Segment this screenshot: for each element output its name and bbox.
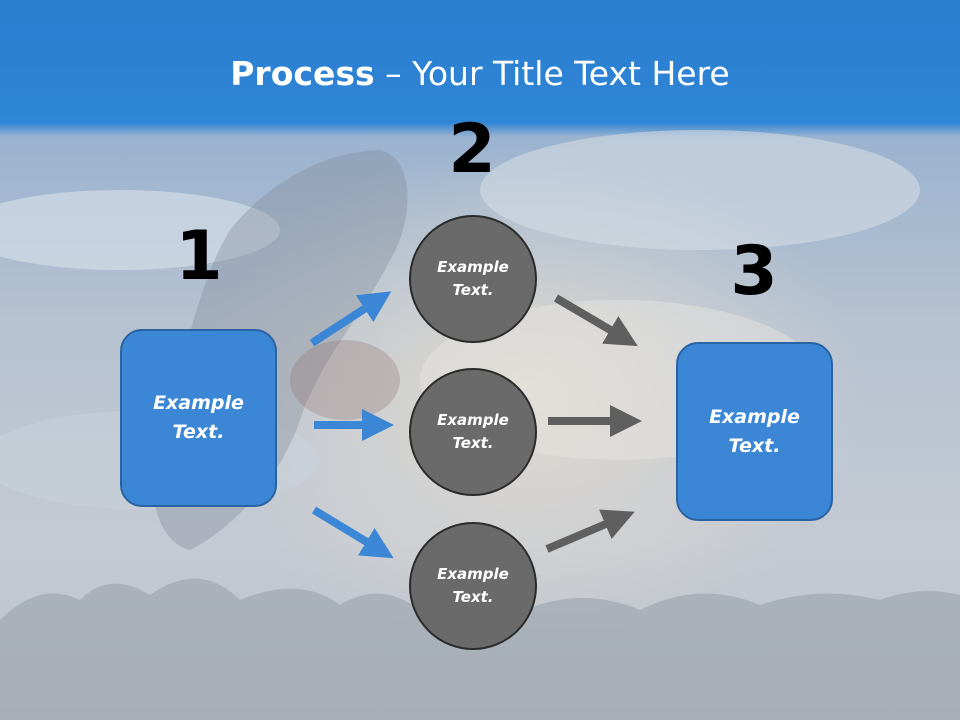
circle-top-text: Example Text. xyxy=(437,258,509,299)
arrow-gray-up-icon xyxy=(545,509,635,553)
slide-title: Process – Your Title Text Here xyxy=(0,52,960,96)
step-number-3: 3 xyxy=(730,232,778,311)
step-1-box[interactable]: Example Text. xyxy=(120,329,277,507)
step-3-box-text: Example Text. xyxy=(709,405,800,457)
title-bold: Process xyxy=(230,54,375,93)
arrow-gray-down-icon xyxy=(553,294,638,347)
step-1-box-text: Example Text. xyxy=(153,392,244,443)
step-2-circle-middle[interactable]: Example Text. xyxy=(409,368,537,496)
circle-middle-text: Example Text. xyxy=(437,411,509,452)
arrow-blue-up-icon xyxy=(309,291,392,347)
step-number-1: 1 xyxy=(175,217,223,296)
step-2-circle-top[interactable]: Example Text. xyxy=(409,215,537,343)
step-2-circle-bottom[interactable]: Example Text. xyxy=(409,522,537,650)
step-3-box[interactable]: Example Text. xyxy=(676,342,833,521)
circle-bottom-text: Example Text. xyxy=(437,565,509,606)
title-rest: – Your Title Text Here xyxy=(374,54,730,93)
step-number-2: 2 xyxy=(448,110,496,189)
arrow-blue-down-icon xyxy=(311,506,394,559)
